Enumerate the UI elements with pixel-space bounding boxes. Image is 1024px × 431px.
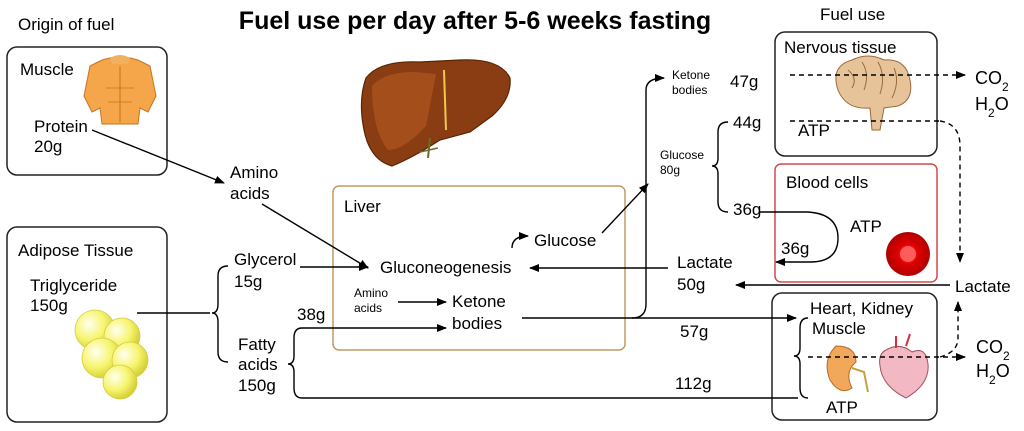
heart-kidney-label: Heart, Kidney (810, 299, 913, 318)
glucose-to-blood-amount: 36g (733, 200, 761, 219)
fat-droplets-icon (74, 309, 149, 400)
liver-amino-line2: acids (354, 301, 382, 315)
muscle-label: Muscle (20, 60, 74, 79)
arrow-amino-to-gluconeo (261, 203, 369, 269)
blood-atp-label: ATP (850, 217, 882, 236)
protein-amount: 20g (34, 137, 62, 156)
glycerol-label: Glycerol (234, 250, 296, 269)
ketone-to-heart-amount: 57g (680, 322, 708, 341)
diagram-title: Fuel use per day after 5-6 weeks fasting (239, 7, 711, 35)
nervous-co2-label: CO2 (975, 68, 1009, 94)
fatty-acids-line1: Fatty (238, 335, 276, 354)
muscle-torso-icon (83, 55, 157, 125)
fatty-acids-bracket (287, 327, 303, 399)
liver-ketone-line2: bodies (452, 314, 502, 333)
dash-heart-to-lactate (939, 301, 962, 358)
heart-input-bracket (793, 317, 809, 399)
amino-acids-line1: Amino (230, 163, 278, 182)
heart-icon (879, 333, 929, 399)
dash-nervous-to-lactate (939, 120, 964, 263)
arrow-gluconeo-to-glucose (511, 232, 529, 249)
ketone-output-line2: bodies (672, 83, 707, 97)
amino-acids-line2: acids (230, 184, 270, 203)
adipose-label: Adipose Tissue (18, 241, 133, 260)
lactate-center-label: Lactate (677, 253, 733, 272)
glucose-to-nervous-amount: 44g (733, 113, 761, 132)
lactate-right-label: Lactate (955, 277, 1011, 296)
lactate-center-amount: 50g (677, 275, 705, 294)
glucose-output-line2: 80g (660, 163, 680, 177)
heart-atp-label: ATP (826, 398, 858, 417)
fueluse-header: Fuel use (820, 5, 885, 24)
protein-label: Protein (34, 117, 88, 136)
gluconeogenesis-label: Gluconeogenesis (380, 258, 511, 277)
heart-co2-label: CO2 (976, 337, 1010, 363)
liver-label: Liver (344, 197, 381, 216)
liver-ketone-line1: Ketone (452, 292, 506, 311)
nervous-h2o-label: H2O (975, 94, 1009, 120)
nervous-tissue-label: Nervous tissue (784, 38, 896, 57)
triglyceride-label: Triglyceride (30, 276, 117, 295)
fatty-acids-amount: 150g (238, 376, 276, 395)
fa-to-heart-amount: 112g (675, 374, 712, 393)
glucose-split-bracket (711, 121, 729, 213)
liver-glucose-label: Glucose (534, 231, 596, 250)
ketone-output-line1: Ketone (672, 68, 710, 82)
blood-atp-loop (807, 211, 839, 263)
trig-split-bracket (211, 265, 229, 363)
origin-header: Origin of fuel (18, 15, 114, 34)
liver-icon (360, 59, 511, 167)
liver-amino-line1: Amino (354, 286, 388, 300)
blood-cells-label: Blood cells (786, 173, 868, 192)
triglyceride-amount: 150g (30, 296, 68, 315)
glucose-output-line1: Glucose (660, 148, 704, 162)
heart-h2o-label: H2O (976, 361, 1010, 387)
ketone-to-nervous-amount: 47g (730, 72, 758, 91)
fatty-acids-line2: acids (238, 355, 278, 374)
red-blood-cell-icon (886, 232, 930, 276)
arrow-glucose-out (601, 183, 649, 234)
arrow-protein-to-amino (91, 129, 225, 184)
muscle-fuel-label: Muscle (812, 319, 866, 338)
nervous-atp-label: ATP (798, 121, 830, 140)
fa-to-ketone-amount: 38g (297, 305, 325, 324)
glycerol-amount: 15g (234, 272, 262, 291)
blood-return-amount: 36g (781, 239, 809, 258)
